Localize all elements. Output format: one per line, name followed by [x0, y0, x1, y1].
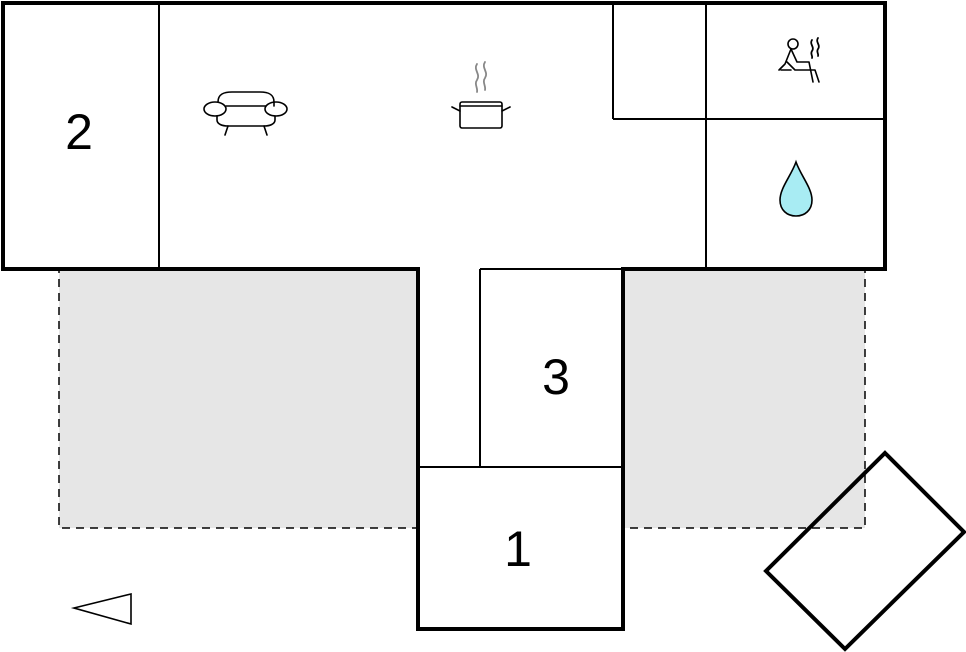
detached-shed	[763, 450, 966, 652]
room-1-label: 1	[504, 521, 532, 577]
sofa-icon	[203, 91, 288, 136]
room-1-fill	[418, 467, 623, 629]
terrace-right	[622, 268, 866, 529]
water-drop-icon	[779, 159, 813, 217]
cooking-pot-icon	[451, 61, 511, 129]
room-2-label: 2	[65, 104, 93, 160]
main-building	[3, 3, 885, 269]
corridor-fill	[418, 267, 623, 469]
sauna-icon	[778, 37, 820, 83]
north-arrow-icon	[70, 592, 132, 626]
outer-walls	[1, 1, 887, 631]
terrace-left	[58, 268, 419, 529]
room-3-label: 3	[542, 349, 570, 405]
